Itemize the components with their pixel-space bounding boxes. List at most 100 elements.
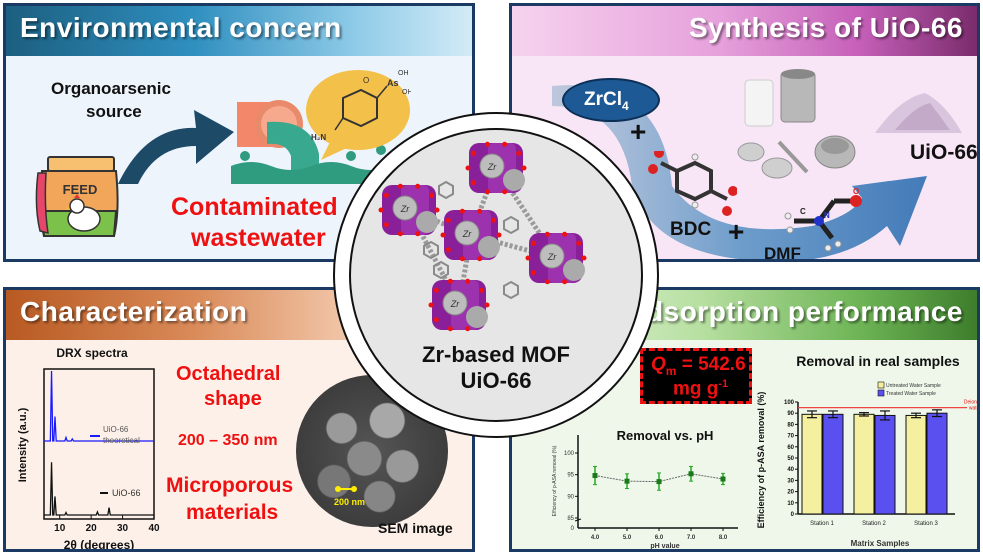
bar [822, 413, 844, 515]
svg-text:O: O [853, 187, 859, 196]
bar [853, 413, 875, 515]
dmf-label: DMF [764, 244, 801, 262]
zr-cluster: Zr [465, 141, 527, 195]
zr-cluster: Zr [428, 278, 490, 332]
svg-text:OH: OH [398, 70, 409, 77]
x-tick-label: Station 1 [810, 521, 834, 527]
series-line-uio66 [44, 462, 154, 516]
oxygen-atom [445, 247, 451, 253]
legend-swatch [877, 389, 885, 397]
scale-bar: 200 nm [334, 486, 365, 507]
y-tick-label: 70 [787, 434, 794, 440]
oxygen-atom [383, 222, 389, 228]
oxygen-atom [484, 141, 490, 147]
legend-label-theoretical: UiO-66 [103, 425, 129, 434]
svg-text:200 nm: 200 nm [334, 497, 365, 507]
zr-cluster: Zr [525, 231, 587, 285]
y-tick-label: 95 [567, 473, 574, 479]
oxygen-atom [465, 165, 471, 171]
zr-label: Zr [462, 229, 472, 239]
uio66-powder-image [875, 93, 962, 133]
x-tick-label: 10 [54, 523, 66, 534]
product-label: UiO-66 [910, 141, 978, 164]
data-point [720, 476, 726, 482]
y-axis-label: Intensity (a.u.) [17, 407, 29, 482]
oxygen-atom [440, 232, 446, 238]
oxygen-atom [521, 165, 527, 171]
zr-atom [479, 153, 505, 179]
y-tick-label: 0 [791, 512, 795, 518]
x-axis-label: 2θ (degrees) [64, 538, 135, 552]
x-tick-label: 20 [86, 523, 98, 534]
oxygen-atom [530, 270, 536, 276]
oxygen-atom [562, 231, 568, 237]
bar [801, 413, 823, 515]
size-range-label: 200 – 350 nm [178, 432, 278, 449]
benzene-ring [423, 240, 439, 260]
y-tick-label: 40 [787, 467, 794, 473]
center-subtitle: UiO-66 [460, 368, 532, 393]
zr-cluster: Zr [378, 183, 440, 237]
oxygen-atom [562, 279, 568, 285]
oxygen-atom [415, 183, 421, 189]
legend-label: Untreated Water Sample [886, 383, 941, 389]
x-axis-label: pH value [650, 543, 679, 550]
oxygen-atom [428, 302, 434, 308]
synthesis-panel: Synthesis of UiO-66 ZrCl4 + BDC + [509, 3, 980, 262]
zr-atom [442, 290, 468, 316]
y-tick-label: 90 [787, 411, 794, 417]
chart-title: Removal in real samples [796, 353, 960, 369]
x-tick-label: 8.0 [719, 535, 728, 541]
oxygen-atom [447, 326, 453, 332]
oxygen-atom [433, 287, 439, 293]
drx-spectra-chart: DRX spectra Intensity (a.u.) 2θ (degrees… [17, 346, 160, 552]
x-tick-label: 7.0 [687, 535, 696, 541]
y-tick-label: 30 [787, 478, 794, 484]
y-tick-label: 90 [567, 494, 574, 500]
reaction-arrow-icon [552, 85, 927, 259]
benzene-ring [438, 180, 454, 200]
y-tick-label: 10 [787, 501, 794, 507]
bar [926, 412, 948, 515]
oxygen-atom [581, 255, 587, 261]
wastewater-pipe-icon [231, 100, 391, 184]
removal-real-samples-chart: Removal in real samples Efficiency of p-… [756, 353, 977, 548]
zr-label: Zr [400, 204, 410, 214]
oxygen-atom [465, 278, 471, 284]
y-axis-label: Efficiency of p-ASA removal (%) [756, 392, 766, 529]
oxygen-atom [470, 180, 476, 186]
axis-break [574, 518, 582, 522]
svg-text:C: C [800, 207, 806, 216]
benzene-ring [503, 215, 519, 235]
panel-header: Environmental concern [6, 6, 472, 56]
source-label-2: source [86, 102, 142, 121]
oxygen-atom [429, 192, 435, 198]
zr-atom [503, 169, 525, 191]
bar [874, 414, 896, 515]
x-tick-label: 40 [148, 523, 160, 534]
oxygen-atom [397, 183, 403, 189]
y-tick-label: 60 [787, 445, 794, 451]
svg-text:As: As [387, 78, 399, 88]
bdc-label: BDC [670, 219, 712, 240]
oxygen-atom [445, 217, 451, 223]
data-point [688, 471, 694, 477]
oxygen-atom [447, 278, 453, 284]
zr-label: Zr [547, 252, 557, 262]
removal-vs-ph-chart: Removal vs. pH Efficiency of p-ASA remov… [552, 428, 738, 550]
oxygen-atom [496, 232, 502, 238]
legend-label-theoretical-2: theoretical [103, 436, 140, 445]
oxygen-atom [465, 326, 471, 332]
panel-title: Synthesis of UiO-66 [688, 12, 963, 43]
legend-swatch [877, 381, 885, 389]
oxygen-atom [484, 189, 490, 195]
y-tick-label: 20 [787, 490, 794, 496]
oxygen-atom [502, 141, 508, 147]
oxygen-atom [459, 208, 465, 214]
benzene-ring [433, 260, 449, 280]
oxygen-atom [544, 279, 550, 285]
materials-label: materials [186, 501, 279, 524]
